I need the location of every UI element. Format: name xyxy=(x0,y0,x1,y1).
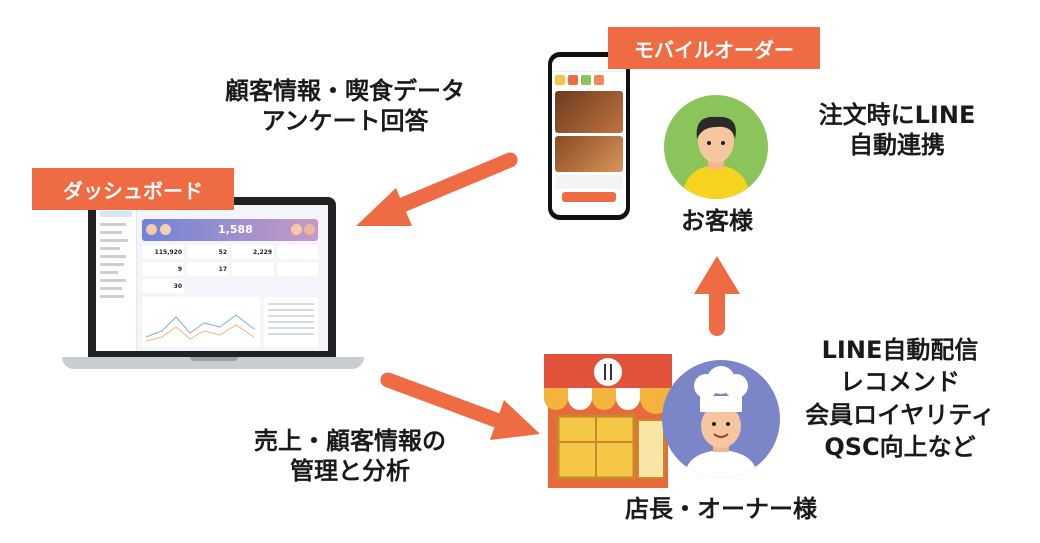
features-caption: LINE自動配信 レコメンド 会員ロイヤリティ QSC向上など xyxy=(770,334,1030,464)
dashboard-sidebar xyxy=(96,205,137,351)
sales-line1: 売上・顧客情報の xyxy=(254,427,446,455)
dashboard-line-chart xyxy=(142,297,260,347)
dashboard-screen: 1,588 115,920 52 2,229 9 17 30 xyxy=(96,205,328,351)
sales-line2: 管理と分析 xyxy=(290,457,410,485)
dashboard-header-card: 1,588 xyxy=(142,219,318,241)
features-line4: QSC向上など xyxy=(824,433,976,462)
sales-caption: 売上・顧客情報の 管理と分析 xyxy=(200,426,500,486)
dashboard-stats: 115,920 52 2,229 9 17 30 xyxy=(142,245,318,293)
customer-label: お客様 xyxy=(681,207,753,235)
store-illustration xyxy=(538,350,678,490)
mobile-order-screen xyxy=(552,57,626,215)
features-line3: 会員ロイヤリティ xyxy=(805,400,995,429)
customer-avatar xyxy=(664,95,768,199)
dashboard-big-number: 1,588 xyxy=(218,223,253,236)
features-line1: LINE自動配信 xyxy=(821,336,979,364)
laptop: 1,588 115,920 52 2,229 9 17 30 xyxy=(88,197,336,357)
stat-card: 52 xyxy=(187,245,229,259)
owner-avatar xyxy=(662,360,780,478)
mobile-order-banner: モバイルオーダー xyxy=(608,27,820,69)
stat-card: 115,920 xyxy=(142,245,184,259)
customer-data-caption: 顧客情報・喫食データ アンケート回答 xyxy=(180,76,510,136)
dashboard-ranking xyxy=(264,297,318,347)
arrow-to-customer xyxy=(694,256,740,336)
customer-data-line2: アンケート回答 xyxy=(261,107,429,135)
stat-card: 17 xyxy=(187,262,229,276)
laptop-notch xyxy=(190,357,238,361)
line-link-line2: 自動連携 xyxy=(849,131,945,159)
stat-card: 2,229 xyxy=(232,245,274,259)
line-link-caption: 注文時にLINE 自動連携 xyxy=(782,100,1012,160)
features-line2: レコメンド xyxy=(840,368,960,397)
arrow-to-dashboard xyxy=(356,152,518,226)
stat-card: 30 xyxy=(142,279,184,293)
dashboard-banner: ダッシュボード xyxy=(32,168,234,210)
arrow-to-store xyxy=(380,372,540,440)
stat-card: 9 xyxy=(142,262,184,276)
laptop-base xyxy=(62,357,364,369)
smartphone xyxy=(548,52,630,220)
dashboard-label: ダッシュボード xyxy=(63,178,203,203)
line-link-line1: 注文時にLINE xyxy=(818,101,976,129)
customer-data-line1: 顧客情報・喫食データ xyxy=(225,77,465,105)
store-owner-label: 店長・オーナー様 xyxy=(625,495,817,523)
mobile-order-label: モバイルオーダー xyxy=(634,37,794,62)
